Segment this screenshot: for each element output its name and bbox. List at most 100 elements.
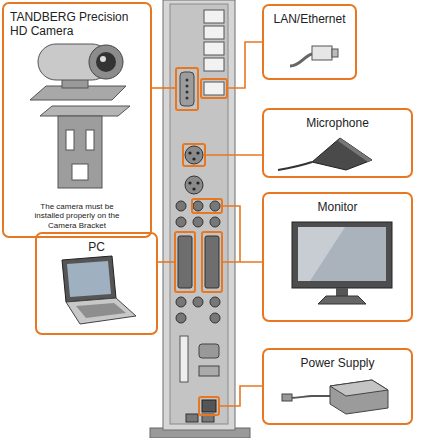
ethernet-ports [204,26,224,39]
rca-jacks [176,201,186,211]
camera-illustration [100,56,106,62]
codec-unit [163,0,235,430]
monitor-box: Monitor [262,192,413,322]
camera-illustration [72,164,88,180]
serial-port [180,72,194,106]
rca-jacks [210,313,220,323]
port-highlights [201,79,227,98]
box-title: Microphone [306,116,369,130]
microphone-box: Microphone [262,108,413,178]
power-supply-illustration [330,380,388,414]
pc-box: PC [35,232,158,335]
box-title: PC [88,240,105,254]
ethernet-ports [204,58,224,71]
leader-lines [152,42,262,406]
ethernet-ports [204,82,224,95]
monitor-illustration [298,227,386,281]
rca-jacks [176,297,186,307]
ethernet-cable [290,54,312,66]
monitor-illustration [336,288,348,296]
port-highlights [183,144,205,166]
power-supply-illustration [290,396,330,398]
laptop-illustration [62,256,136,324]
codec-unit [150,0,250,438]
ethernet-cable [332,49,338,57]
dvi-connectors [178,236,192,288]
xlr-connectors [188,181,191,184]
leader-lines [219,386,262,406]
serial-port [186,85,189,88]
camera-illustration [30,44,130,188]
laptop-illustration [67,261,111,297]
rear-panel-parts [199,344,219,358]
leader-lines [227,42,262,88]
xlr-connectors [185,146,203,194]
rear-panel-parts [199,366,219,376]
leader-lines [222,206,262,262]
note-text: The camera must be installed properly on… [26,202,128,230]
camera-illustration [86,130,94,150]
laptop-illustration [62,256,116,302]
rca-jacks [210,297,220,307]
rca-jacks [176,313,186,323]
leader-lines [205,154,262,156]
rca-jacks [193,297,203,307]
port-highlights [175,68,227,415]
monitor-illustration [318,296,366,304]
camera-illustration [58,116,102,188]
leader-lines [158,261,175,263]
power-supply-illustration [282,380,388,414]
ethernet-ports [204,42,224,55]
port-highlights [192,199,222,213]
rca-jacks [176,201,220,323]
ethernet-ports [204,10,224,95]
power-supply-illustration [282,394,292,401]
camera-illustration [96,52,116,72]
monitor-illustration [298,227,345,281]
rca-jacks [210,217,220,227]
camera-box: TANDBERG Precision HD CameraThe camera m… [2,2,152,238]
xlr-connectors [192,157,195,160]
microphone-illustration [312,138,372,170]
xlr-connectors [185,146,203,164]
ethernet-ports [204,10,224,23]
laptop-illustration [66,298,136,324]
port-highlights [175,232,195,292]
serial-port [186,79,189,82]
rca-jacks [176,217,186,227]
ethernet-cable [290,46,338,66]
port-highlights [199,397,219,415]
port-highlights [202,232,222,292]
xlr-connectors [185,176,203,194]
port-highlights [176,68,198,110]
rear-panel-parts [202,400,216,412]
dvi-connectors [205,236,219,288]
box-title: Power Supply [300,356,374,370]
xlr-connectors [196,181,199,184]
monitor-illustration [292,222,392,288]
power-supply-illustration [330,380,388,396]
rca-jacks [193,201,203,211]
serial-port [180,72,194,106]
rca-jacks [210,201,220,211]
rear-panel-parts [180,336,188,382]
xlr-connectors [196,151,199,154]
serial-port [186,91,189,94]
laptop-illustration [76,303,126,318]
dvi-connectors [178,236,219,288]
monitor-illustration [292,222,392,304]
microphone-illustration [278,162,312,170]
ethernet-box: LAN/Ethernet [262,4,357,80]
camera-illustration [89,45,123,79]
ethernet-cable [312,46,332,60]
camera-illustration [66,130,74,150]
box-title: Monitor [317,200,357,214]
serial-port [186,97,189,100]
box-title: LAN/Ethernet [273,12,345,26]
camera-illustration [40,106,130,116]
rear-panel-parts [186,414,198,422]
xlr-connectors [188,151,191,154]
power-supply-box: Power Supply [262,348,413,425]
codec-unit [170,4,228,424]
